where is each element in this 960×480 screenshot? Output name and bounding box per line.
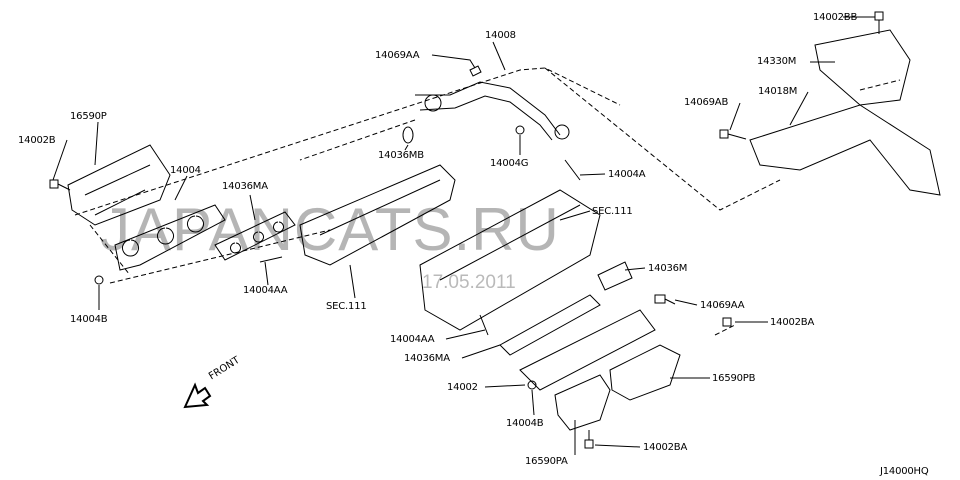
- label-14069aa-right: 14069AA: [700, 300, 745, 311]
- bolts: [49, 11, 884, 449]
- label-sec111-right[interactable]: SEC.111: [592, 206, 633, 217]
- heat-shield-16590pa: [554, 374, 611, 431]
- heat-shield-14330m: [814, 29, 911, 106]
- label-14018m: 14018M: [758, 86, 798, 97]
- pipe-flange-left: [424, 94, 442, 112]
- label-14002bb: 14002BB: [813, 12, 858, 23]
- label-14036ma-left: 14036MA: [222, 181, 268, 192]
- label-16590pa: 16590PA: [525, 456, 568, 467]
- label-sec111-left[interactable]: SEC.111: [326, 301, 367, 312]
- dashed-assembly-lines: [74, 67, 901, 336]
- label-14002: 14002: [447, 382, 478, 393]
- pipe-flange-right: [554, 124, 570, 140]
- label-14004aa-mid: 14004AA: [390, 334, 435, 345]
- exhaust-manifold-left: [114, 204, 226, 271]
- leader-lines: [52, 16, 875, 455]
- label-14008: 14008: [485, 30, 516, 41]
- label-14036ma-mid: 14036MA: [404, 353, 450, 364]
- heat-shield-16590pb: [609, 344, 681, 401]
- bracket-14018m: [749, 104, 941, 196]
- label-14069ab: 14069AB: [684, 97, 729, 108]
- label-16590pb: 16590PB: [712, 373, 756, 384]
- label-14330m: 14330M: [757, 56, 797, 67]
- label-16590p: 16590P: [70, 111, 107, 122]
- label-14004b-mid: 14004B: [506, 418, 544, 429]
- exhaust-manifold-right: [519, 309, 656, 391]
- label-14069aa-top: 14069AA: [375, 50, 420, 61]
- label-14004g: 14004G: [490, 158, 529, 169]
- label-14004a: 14004A: [608, 169, 646, 180]
- diagram-code: J14000HQ: [880, 466, 929, 477]
- label-14002ba-upper: 14002BA: [770, 317, 815, 328]
- gasket-left: [214, 211, 296, 261]
- label-14036mb: 14036MB: [378, 150, 424, 161]
- label-14036m: 14036M: [648, 263, 688, 274]
- label-14004b-left: 14004B: [70, 314, 108, 325]
- cylinder-head-left: [299, 164, 456, 266]
- crossover-pipe: [415, 81, 561, 141]
- gasket-14036m: [597, 261, 633, 291]
- label-14002ba-lower: 14002BA: [643, 442, 688, 453]
- label-14004: 14004: [170, 165, 201, 176]
- heat-shield-16590p: [67, 144, 171, 226]
- cylinder-head-right: [419, 189, 601, 331]
- label-14004aa-left: 14004AA: [243, 285, 288, 296]
- front-arrow-icon: [183, 382, 212, 409]
- watermark: JAPANCATS.RU: [100, 196, 560, 263]
- gasket-right: [499, 294, 601, 356]
- label-14002b: 14002B: [18, 135, 56, 146]
